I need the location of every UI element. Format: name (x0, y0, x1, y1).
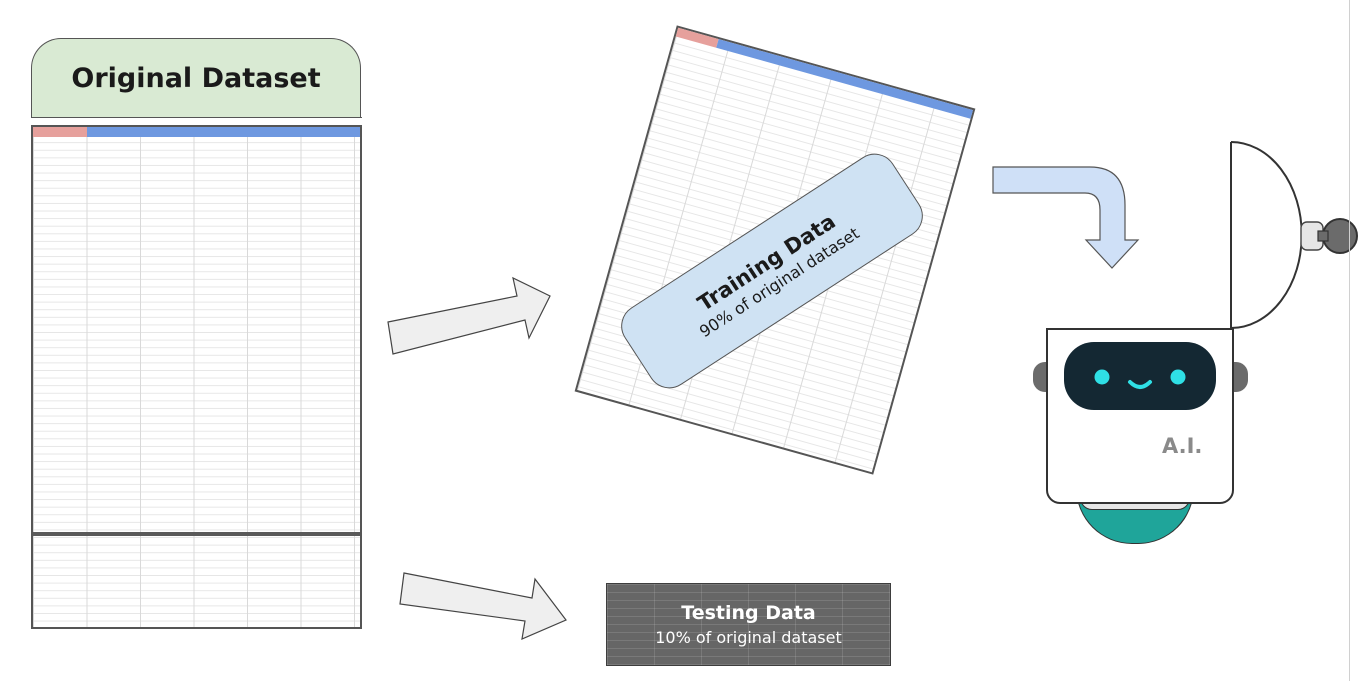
split-divider (33, 532, 360, 536)
key-column-header (33, 127, 87, 137)
original-dataset-header: Original Dataset (30, 38, 362, 118)
curved-arrow-down-icon (992, 166, 1140, 269)
original-dataset-title: Original Dataset (71, 63, 321, 94)
original-dataset-sheet (31, 125, 362, 629)
feature-columns-header (87, 127, 360, 137)
robot-face-icon (1094, 369, 1186, 389)
arrow-right-icon (387, 276, 551, 355)
testing-data-subtitle: 10% of original dataset (655, 628, 842, 647)
page-edge-rule (1349, 0, 1350, 681)
dome-icon (1230, 141, 1303, 329)
robot-ai-label: A.I. (1162, 434, 1203, 458)
testing-data-title: Testing Data (681, 602, 816, 624)
testing-data-box: Testing Data 10% of original dataset (606, 583, 891, 666)
robot-visor (1064, 342, 1216, 410)
arrow-right-icon (399, 572, 567, 640)
